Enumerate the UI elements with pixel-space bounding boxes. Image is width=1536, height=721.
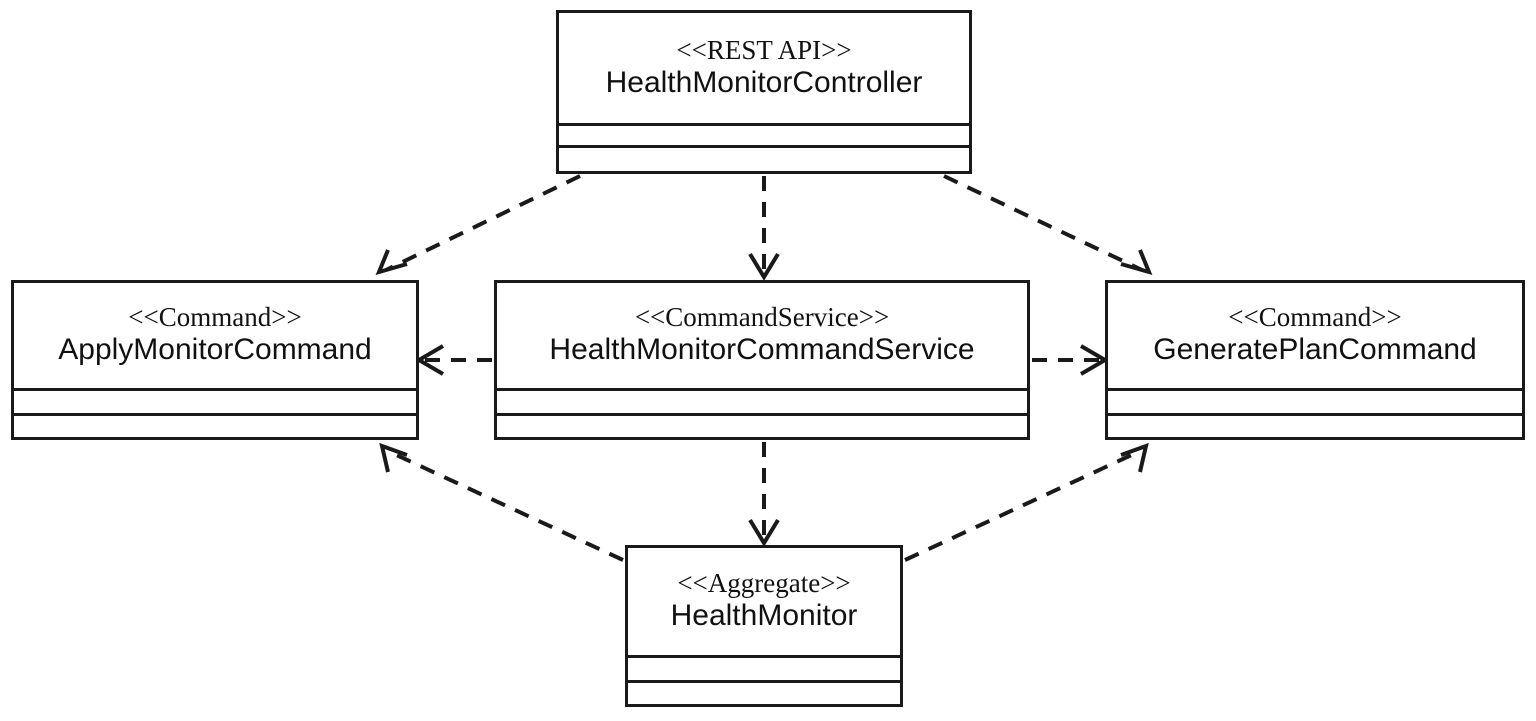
class-operations-compartment [14, 413, 416, 437]
class-box-generate-plan-command[interactable]: <<Command>> GeneratePlanCommand [1105, 280, 1525, 440]
class-name: HealthMonitor [670, 599, 858, 633]
class-stereotype: <<CommandService>> [634, 302, 890, 333]
class-header: <<Command>> ApplyMonitorCommand [14, 283, 416, 388]
class-header: <<CommandService>> HealthMonitorCommandS… [497, 283, 1027, 388]
class-box-health-monitor-command-service[interactable]: <<CommandService>> HealthMonitorCommandS… [494, 280, 1030, 440]
class-operations-compartment [1108, 413, 1522, 437]
edge-service-to-generate [1032, 344, 1109, 376]
edge-aggregate-to-apply [379, 442, 624, 562]
class-attributes-compartment [1108, 388, 1522, 413]
class-stereotype: <<REST API>> [676, 34, 852, 65]
class-attributes-compartment [497, 388, 1027, 413]
class-stereotype: <<Command>> [128, 302, 302, 333]
edge-controller-to-generate [943, 174, 1153, 276]
edge-service-to-aggregate [748, 442, 780, 547]
class-name: ApplyMonitorCommand [58, 333, 372, 367]
class-box-health-monitor-controller[interactable]: <<REST API>> HealthMonitorController [556, 10, 972, 174]
class-header: <<Command>> GeneratePlanCommand [1108, 283, 1522, 388]
class-attributes-compartment [559, 123, 969, 145]
class-operations-compartment [559, 145, 969, 171]
edge-service-to-apply [415, 344, 492, 376]
edge-controller-to-apply [375, 174, 581, 276]
class-header: <<Aggregate>> HealthMonitor [628, 548, 900, 655]
class-name: HealthMonitorCommandService [549, 333, 975, 367]
class-name: GeneratePlanCommand [1153, 333, 1477, 367]
class-operations-compartment [628, 680, 900, 704]
class-box-health-monitor[interactable]: <<Aggregate>> HealthMonitor [625, 545, 903, 707]
class-stereotype: <<Aggregate>> [677, 568, 851, 599]
edge-aggregate-to-generate [904, 442, 1149, 562]
class-attributes-compartment [14, 388, 416, 413]
class-header: <<REST API>> HealthMonitorController [559, 13, 969, 123]
class-name: HealthMonitorController [605, 65, 923, 99]
class-stereotype: <<Command>> [1228, 302, 1402, 333]
class-box-apply-monitor-command[interactable]: <<Command>> ApplyMonitorCommand [11, 280, 419, 440]
class-operations-compartment [497, 413, 1027, 437]
class-attributes-compartment [628, 655, 900, 680]
edge-controller-to-service [748, 176, 780, 281]
